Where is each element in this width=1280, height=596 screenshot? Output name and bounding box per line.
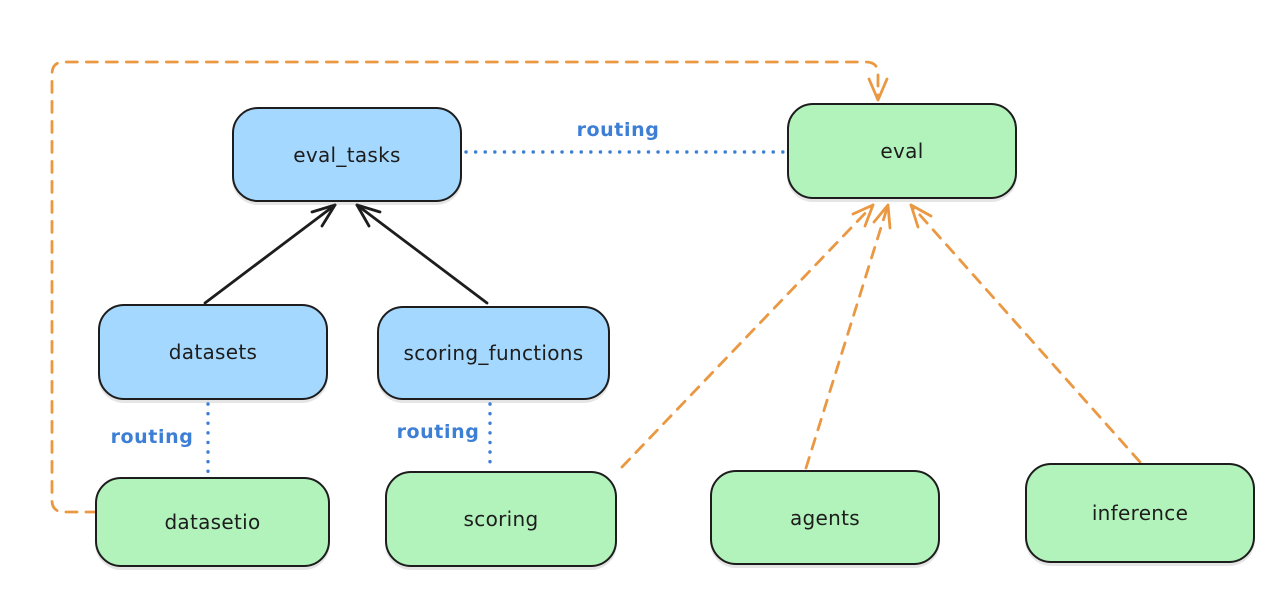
node-agents-label: agents — [790, 505, 860, 530]
node-scoring[interactable]: scoring — [385, 471, 617, 567]
node-scoring-label: scoring — [463, 507, 539, 531]
routing-label-eval-tasks-eval: routing — [576, 119, 660, 141]
node-datasetio-label: datasetio — [164, 510, 261, 534]
node-eval[interactable]: eval — [787, 103, 1017, 199]
edge-scoring-to-eval-dashed — [620, 203, 875, 469]
node-datasets[interactable]: datasets — [98, 304, 328, 400]
node-inference-label: inference — [1091, 501, 1189, 525]
node-datasetio[interactable]: datasetio — [95, 477, 330, 567]
node-eval-label: eval — [880, 139, 924, 163]
routing-label-scoring-functions-scoring: routing — [396, 421, 480, 443]
edge-datasets-to-eval-tasks — [203, 203, 337, 305]
node-eval-tasks[interactable]: eval_tasks — [232, 107, 462, 202]
node-agents[interactable]: agents — [710, 470, 940, 565]
edge-scoring-functions-to-eval-tasks — [355, 203, 489, 305]
node-scoring-functions[interactable]: scoring_functions — [377, 306, 610, 400]
node-datasets-label: datasets — [168, 340, 258, 364]
node-scoring-functions-label: scoring_functions — [403, 341, 584, 365]
edge-inference-to-eval-dashed — [909, 203, 1142, 464]
node-inference[interactable]: inference — [1025, 463, 1255, 563]
edge-datasetio-to-eval-dashed — [50, 60, 889, 514]
routing-label-datasets-datasetio: routing — [110, 426, 194, 448]
edge-agents-to-eval-dashed — [804, 203, 892, 470]
node-eval-tasks-label: eval_tasks — [293, 142, 401, 167]
